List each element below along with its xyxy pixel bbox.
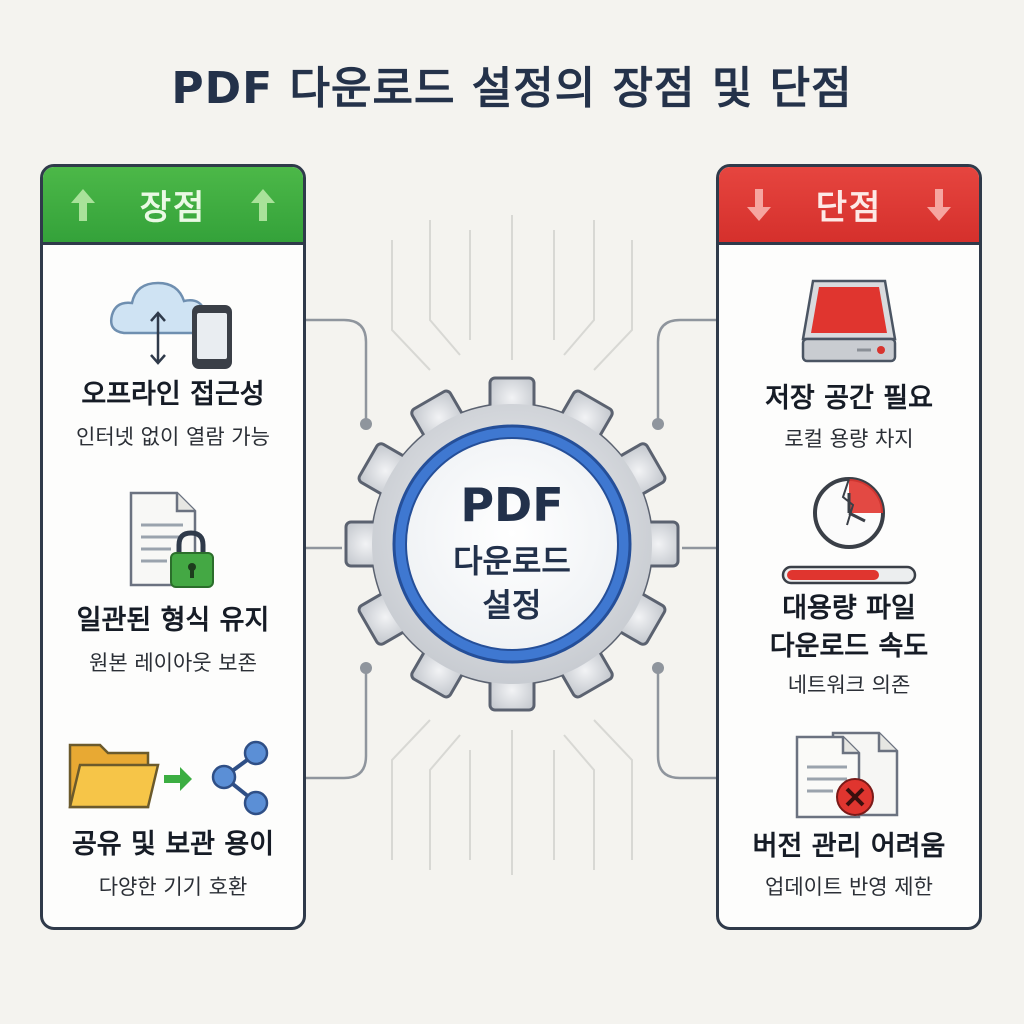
pros-item-title: 오프라인 접근성 <box>81 379 265 410</box>
cons-item-subtitle: 업데이트 반영 제한 <box>765 875 933 899</box>
cons-header-label: 단점 <box>815 188 883 228</box>
cons-item-title: 대용량 파일 <box>782 593 916 624</box>
documents-error-icon <box>793 729 905 825</box>
center-title-line1: PDF <box>460 478 564 532</box>
pros-item-title: 일관된 형식 유지 <box>76 605 270 636</box>
cons-item-title: 저장 공간 필요 <box>765 383 933 414</box>
cloud-phone-sync-icon <box>108 271 238 375</box>
arrow-up-icon <box>249 187 277 223</box>
page-title: PDF 다운로드 설정의 장점 및 단점 <box>171 63 853 114</box>
arrow-down-icon <box>745 187 773 223</box>
pros-item-subtitle: 인터넷 없이 열람 가능 <box>76 425 270 449</box>
center-title-line2: 다운로드 <box>453 542 571 580</box>
cons-item-subtitle: 네트워크 의존 <box>787 673 911 697</box>
pros-item-subtitle: 원본 레이아웃 보존 <box>89 651 257 675</box>
cons-header: 단점 <box>719 167 979 245</box>
center-title-line3: 설정 <box>482 586 542 624</box>
pros-item-title: 공유 및 보관 용이 <box>71 829 275 860</box>
cons-panel: 단점 저장 공간 필요 로컬 용량 차지 대용량 파일 다운로드 속도 네트워크… <box>716 164 982 930</box>
clock-progress-icon <box>779 475 919 591</box>
cons-item-title: 다운로드 속도 <box>769 631 929 662</box>
gear-icon <box>344 376 680 712</box>
hard-drive-icon <box>799 275 899 371</box>
folder-share-icon <box>66 735 280 823</box>
pros-header: 장점 <box>43 167 303 245</box>
locked-document-icon <box>123 489 223 597</box>
center-gear: PDF 다운로드 설정 <box>342 374 682 714</box>
arrow-up-icon <box>69 187 97 223</box>
pros-panel: 장점 오프라인 접근성 인터넷 없이 열람 가능 <box>40 164 306 930</box>
arrow-down-icon <box>925 187 953 223</box>
cons-item-title: 버전 관리 어려움 <box>752 831 946 862</box>
cons-item-subtitle: 로컬 용량 차지 <box>784 427 914 451</box>
pros-item-subtitle: 다양한 기기 호환 <box>98 875 248 899</box>
pros-header-label: 장점 <box>139 188 207 228</box>
